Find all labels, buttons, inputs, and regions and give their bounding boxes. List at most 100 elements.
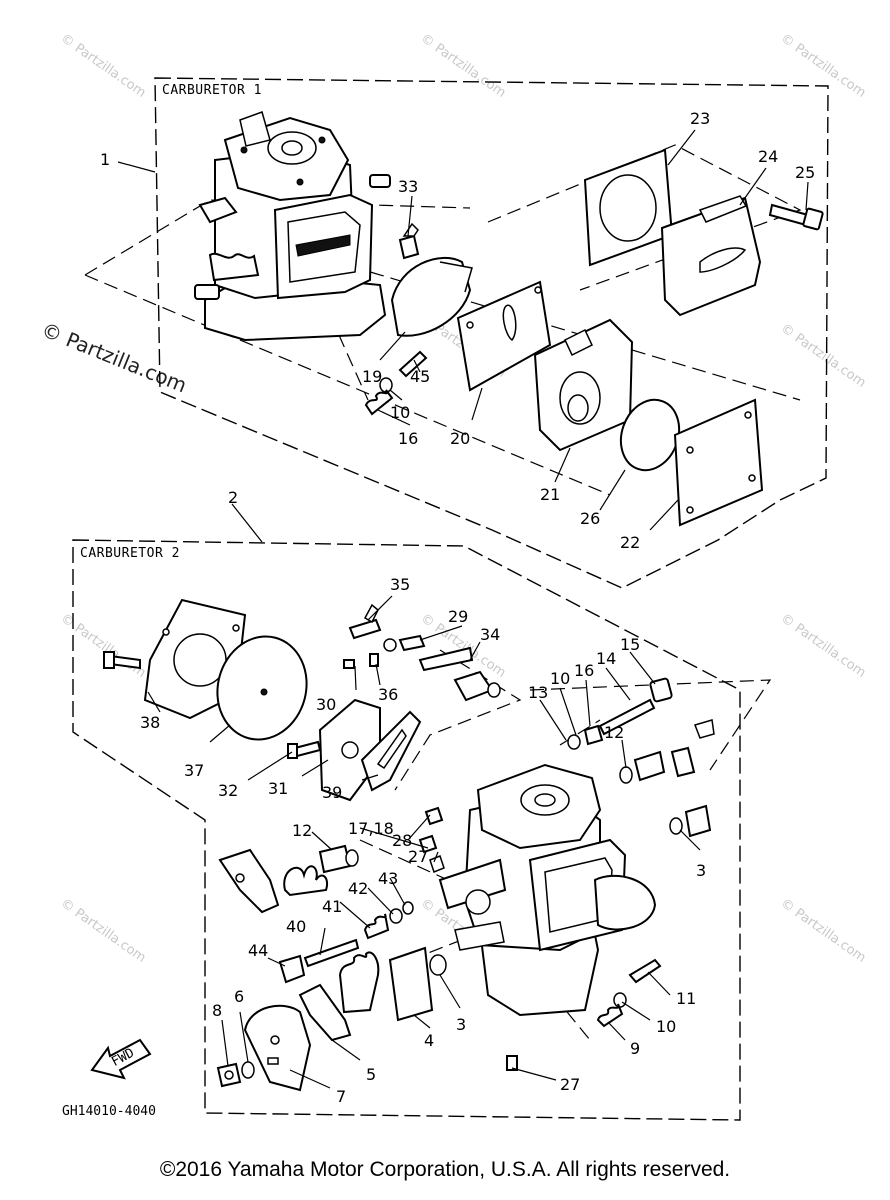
carburetor-1-label: CARBURETOR 1 <box>162 83 262 98</box>
parts-17-18-28-27-jets <box>418 806 445 873</box>
callout-31: 31 <box>268 779 288 798</box>
part-39-gasket <box>360 710 422 792</box>
parts-45-10-16-screw <box>364 350 428 416</box>
callout-34: 34 <box>480 625 500 644</box>
callout-9: 9 <box>630 1039 640 1058</box>
callout-1: 1 <box>100 150 110 169</box>
part-33-jet <box>398 222 420 260</box>
callout-6: 6 <box>234 987 244 1006</box>
part-20-gasket <box>456 280 552 392</box>
callout-5: 5 <box>366 1065 376 1084</box>
part-34-valve <box>418 646 501 702</box>
callout-10: 10 <box>390 403 410 422</box>
callout-10: 10 <box>656 1017 676 1036</box>
callout-42: 42 <box>348 879 368 898</box>
part-35-lever <box>348 603 382 640</box>
callout-32: 32 <box>218 781 238 800</box>
watermark: © Partzilla.com <box>778 611 869 681</box>
callout-8: 8 <box>212 1001 222 1020</box>
watermark: © Partzilla.com <box>778 896 869 966</box>
callout-35: 35 <box>390 575 410 594</box>
part-21-pump-body <box>533 318 634 452</box>
parts-6-8-nut-washer <box>216 1061 255 1088</box>
callouts: 1 2 33 19 45 10 16 20 21 26 22 23 24 25 … <box>100 109 815 1106</box>
part-25-screw <box>768 203 824 231</box>
callout-7: 7 <box>336 1087 346 1106</box>
watermark: © Partzilla.com <box>58 896 149 966</box>
watermark: © Partzilla.com <box>778 31 869 101</box>
part-40-screw <box>303 938 360 968</box>
watermark: © Partzilla.com <box>778 321 869 391</box>
callout-10: 10 <box>550 669 570 688</box>
callout-20: 20 <box>450 429 470 448</box>
lever-upper <box>218 848 280 914</box>
part-29-lever <box>383 634 426 652</box>
copyright-notice: ©2016 Yamaha Motor Corporation, U.S.A. A… <box>159 1158 731 1181</box>
spring-lower <box>338 951 380 1014</box>
callout-41: 41 <box>322 897 342 916</box>
callout-30: 30 <box>316 695 336 714</box>
part-24-cover <box>660 195 762 317</box>
carburetor-1-frame: CARBURETOR 1 <box>154 77 829 589</box>
parts-41-42-43 <box>363 901 414 940</box>
callout-23: 23 <box>690 109 710 128</box>
callout-12: 12 <box>604 723 624 742</box>
callout-2: 2 <box>228 488 238 507</box>
callout-43: 43 <box>378 869 398 888</box>
leader-lines <box>117 129 809 1089</box>
watermark-large: © Partzilla.com <box>38 317 190 397</box>
carburetor-2-frame: CARBURETOR 2 <box>72 539 741 1121</box>
callout-40: 40 <box>286 917 306 936</box>
part-44-nut <box>278 954 306 984</box>
watermark: © Partzilla.com <box>418 31 509 101</box>
callout-45: 45 <box>410 367 430 386</box>
callout-17-18: 17,18 <box>348 819 394 838</box>
part-22-cover-gasket <box>673 398 764 527</box>
part-7-cam <box>243 1004 312 1092</box>
part-19-filter <box>390 257 473 337</box>
parts-11-10-9-screw <box>596 958 662 1028</box>
callout-44: 44 <box>248 941 268 960</box>
carburetor-1-body <box>194 111 391 342</box>
callout-4: 4 <box>424 1031 434 1050</box>
fwd-arrow: FWD <box>90 1038 152 1080</box>
callout-13: 13 <box>528 683 548 702</box>
callout-16: 16 <box>574 661 594 680</box>
callout-26: 26 <box>580 509 600 528</box>
part-23-gasket <box>583 148 674 267</box>
spring-upper <box>283 865 328 897</box>
callout-37: 37 <box>184 761 204 780</box>
part-3-collar <box>669 804 712 838</box>
callout-27: 27 <box>408 847 428 866</box>
diagram-code: GH14010-4040 <box>62 1104 156 1119</box>
part-12-collar-upper <box>619 719 715 784</box>
callout-25: 25 <box>795 163 815 182</box>
callout-24: 24 <box>758 147 778 166</box>
callout-39: 39 <box>322 783 342 802</box>
callout-38: 38 <box>140 713 160 732</box>
watermark: © Partzilla.com <box>58 31 149 101</box>
part-38-screw <box>103 651 141 670</box>
part-12-collar-lower <box>318 844 359 874</box>
callout-3: 3 <box>456 1015 466 1034</box>
callout-27: 27 <box>560 1075 580 1094</box>
callout-22: 22 <box>620 533 640 552</box>
part-27-jet-bottom <box>506 1055 518 1071</box>
callout-33: 33 <box>398 177 418 196</box>
parts-13-16-14-15-screw <box>567 677 673 750</box>
carburetor-2-label: CARBURETOR 2 <box>80 546 180 561</box>
callout-36: 36 <box>378 685 398 704</box>
callout-21: 21 <box>540 485 560 504</box>
callout-14: 14 <box>596 649 616 668</box>
callout-3: 3 <box>696 861 706 880</box>
callout-28: 28 <box>392 831 412 850</box>
callout-15: 15 <box>620 635 640 654</box>
callout-11: 11 <box>676 989 696 1008</box>
carburetor-2-body <box>438 763 657 1017</box>
part-5-lever <box>298 983 352 1042</box>
part-4-collar <box>388 946 434 1022</box>
callout-19: 19 <box>362 367 382 386</box>
callout-29: 29 <box>448 607 468 626</box>
callout-12: 12 <box>292 821 312 840</box>
